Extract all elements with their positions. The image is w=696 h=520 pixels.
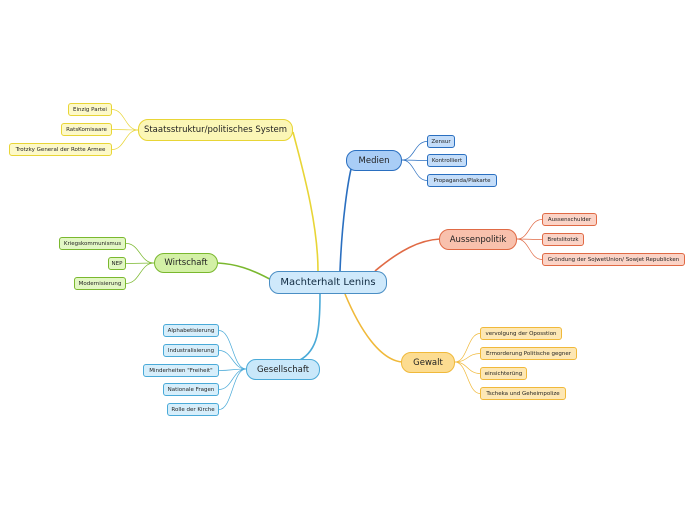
branch-medien[interactable]: Medien xyxy=(346,150,402,171)
branch-wirtschaft[interactable]: Wirtschaft xyxy=(154,253,218,273)
central-topic[interactable]: Machterhalt Lenins xyxy=(269,271,387,294)
leaf-wirtschaft-2[interactable]: NEP xyxy=(108,257,126,270)
leaf-gewalt-1[interactable]: vervolgung der Oposstion xyxy=(480,327,562,340)
leaf-gesellschaft-4[interactable]: Nationale Fragen xyxy=(163,383,219,396)
leaf-aussen-1[interactable]: Aussenschulder xyxy=(542,213,597,226)
link-gewalt-leaf-1 xyxy=(454,333,481,363)
leaf-aussen-2[interactable]: Bretslitotzk xyxy=(542,233,584,246)
leaf-staat-1[interactable]: Einzig Partei xyxy=(68,103,112,116)
leaf-aussen-3[interactable]: Gründung der SojwetUnion/ Sowjet Republi… xyxy=(542,253,685,266)
link-wirtschaft-leaf-3 xyxy=(125,262,155,284)
link-medien xyxy=(339,164,353,272)
link-wirtschaft-leaf-2 xyxy=(125,262,155,264)
link-aussen-leaf-1 xyxy=(516,219,543,240)
leaf-gesellschaft-5[interactable]: Rolle der Kirche xyxy=(167,403,219,416)
link-gewalt-leaf-3 xyxy=(454,361,481,374)
leaf-gewalt-3[interactable]: einsichterüng xyxy=(480,367,527,380)
branch-staatsstruktur[interactable]: Staatsstruktur/politisches System xyxy=(138,119,293,141)
link-wirtschaft xyxy=(217,262,276,283)
leaf-staat-2[interactable]: RatsKomisaare xyxy=(61,123,112,136)
link-gewalt xyxy=(344,293,403,363)
leaf-gesellschaft-1[interactable]: Alphabetisierung xyxy=(163,324,219,337)
leaf-staat-3[interactable]: Trotzky General der Rotte Armee xyxy=(9,143,112,156)
link-aussen xyxy=(374,238,441,272)
link-medien-leaf-3 xyxy=(401,159,428,181)
link-staat xyxy=(292,131,319,272)
link-gesellschaft-leaf-2 xyxy=(218,350,247,370)
leaf-medien-1[interactable]: Zensur xyxy=(427,135,455,148)
link-gesellschaft-leaf-4 xyxy=(218,368,247,390)
link-medien-leaf-1 xyxy=(401,141,428,161)
link-wirtschaft-leaf-1 xyxy=(125,243,155,264)
link-gesellschaft-leaf-5 xyxy=(218,368,247,410)
leaf-wirtschaft-3[interactable]: Modernisierung xyxy=(74,277,126,290)
link-gesellschaft-leaf-1 xyxy=(218,330,247,370)
leaf-wirtschaft-1[interactable]: Kriegskommunismus xyxy=(59,237,126,250)
branch-gewalt[interactable]: Gewalt xyxy=(401,352,455,373)
link-aussen-leaf-3 xyxy=(516,238,543,260)
leaf-medien-3[interactable]: Propaganda/Plakarte xyxy=(427,174,497,187)
link-medien-leaf-2 xyxy=(401,159,428,161)
link-staat-leaf-1 xyxy=(111,109,139,131)
branch-gesellschaft[interactable]: Gesellschaft xyxy=(246,359,320,380)
link-gewalt-leaf-4 xyxy=(454,361,481,394)
leaf-medien-2[interactable]: Kontrolliert xyxy=(427,154,467,167)
link-staat-leaf-2 xyxy=(111,129,139,131)
branch-aussenpolitik[interactable]: Aussenpolitik xyxy=(439,229,517,250)
link-gewalt-leaf-2 xyxy=(454,353,481,363)
link-staat-leaf-3 xyxy=(111,129,139,150)
link-gesellschaft xyxy=(299,293,321,361)
link-aussen-leaf-2 xyxy=(516,238,543,240)
leaf-gewalt-4[interactable]: Tscheka und Geheimpolize xyxy=(480,387,566,400)
leaf-gesellschaft-2[interactable]: Industralisierung xyxy=(163,344,219,357)
leaf-gewalt-2[interactable]: Ermorderung Politische gegner xyxy=(480,347,577,360)
leaf-gesellschaft-3[interactable]: Minderheiten "Freiheit" xyxy=(143,364,219,377)
